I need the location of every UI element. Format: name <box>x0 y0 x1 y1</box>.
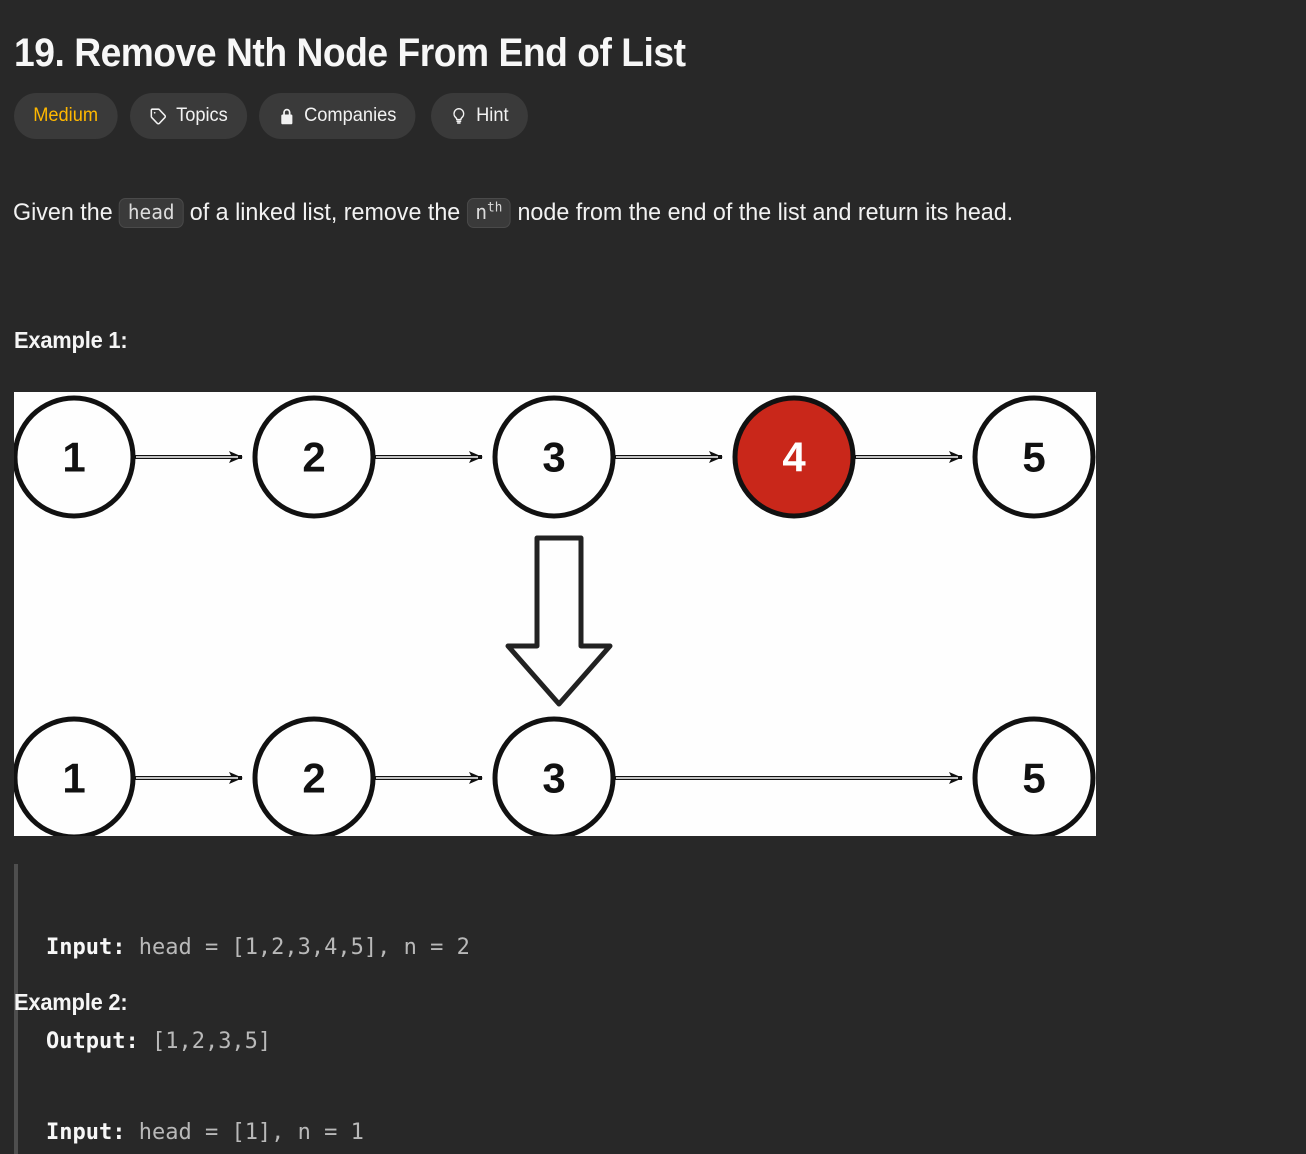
node-top-5: 5 <box>972 395 1096 519</box>
node-bottom-3: 3 <box>492 716 616 836</box>
example-2-heading: Example 2: <box>14 989 128 1015</box>
linked-list-svg: 1 2 3 4 5 <box>14 395 1096 836</box>
output-value: [1,2,3,5] <box>138 1029 272 1055</box>
node-bottom-2: 2 <box>252 716 376 836</box>
input-value: head = [1], n = 1 <box>125 1120 364 1146</box>
nth-superscript: th <box>487 200 503 216</box>
example-1-heading: Example 1: <box>14 327 128 353</box>
node-top-2: 2 <box>252 395 376 519</box>
input-label: Input: <box>46 1120 126 1146</box>
page-title: 19. Remove Nth Node From End of List <box>14 30 686 75</box>
topics-button[interactable]: Topics <box>129 93 247 139</box>
example-2-code: Input: head = [1], n = 1 Output: [] <box>14 1049 364 1154</box>
output-label: Output: <box>46 1029 139 1055</box>
node-top-4-removed: 4 <box>732 395 856 519</box>
difficulty-badge: Medium <box>14 93 118 139</box>
companies-button[interactable]: Companies <box>259 93 417 139</box>
hint-label: Hint <box>475 105 509 126</box>
input-value: head = [1,2,3,4,5], n = 2 <box>125 935 470 961</box>
svg-text:4: 4 <box>782 434 806 481</box>
tag-icon <box>149 107 167 126</box>
topics-label: Topics <box>175 105 228 126</box>
node-top-1: 1 <box>14 395 136 519</box>
description-text-3: node from the end of the list and return… <box>511 199 1014 226</box>
description-text-2: of a linked list, remove the <box>183 199 467 226</box>
svg-text:5: 5 <box>1022 755 1045 802</box>
nth-base: n <box>475 200 488 224</box>
svg-text:2: 2 <box>302 434 325 481</box>
node-bottom-1: 1 <box>14 716 136 836</box>
svg-text:3: 3 <box>542 434 565 481</box>
problem-description: Given the head of a linked list, remove … <box>13 197 1013 229</box>
inline-code-head: head <box>119 198 184 228</box>
example-1-input-line: Input: head = [1,2,3,4,5], n = 2 <box>46 932 470 963</box>
node-top-3: 3 <box>492 395 616 519</box>
lock-icon <box>279 107 296 126</box>
lightbulb-icon <box>450 106 467 126</box>
hint-button[interactable]: Hint <box>430 93 528 139</box>
input-label: Input: <box>46 935 126 961</box>
svg-text:5: 5 <box>1022 434 1045 481</box>
node-bottom-5: 5 <box>972 716 1096 836</box>
svg-text:3: 3 <box>542 755 565 802</box>
example-1-code: Input: head = [1,2,3,4,5], n = 2 Output:… <box>14 864 470 1126</box>
description-text-1: Given the <box>13 199 120 226</box>
inline-code-nth: nth <box>466 198 512 228</box>
svg-text:1: 1 <box>62 755 85 802</box>
svg-text:2: 2 <box>302 755 325 802</box>
example-1-output-line: Output: [1,2,3,5] <box>46 1026 470 1057</box>
problem-meta-pills: Medium Topics Companies <box>14 93 531 139</box>
companies-label: Companies <box>304 105 397 126</box>
down-arrow-icon <box>505 535 613 707</box>
svg-text:1: 1 <box>62 434 85 481</box>
example-2-input-line: Input: head = [1], n = 1 <box>46 1117 364 1148</box>
difficulty-label: Medium <box>33 105 99 126</box>
linked-list-diagram: 1 2 3 4 5 <box>14 392 1096 836</box>
